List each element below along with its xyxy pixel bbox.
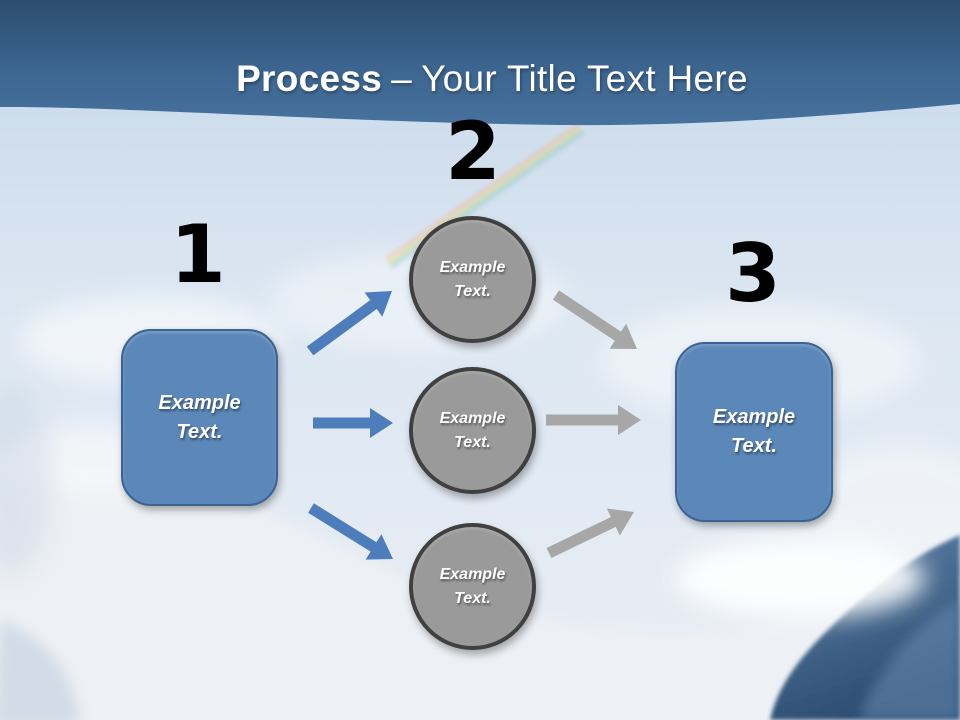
step2-circle-1-label: Example Text.: [439, 258, 506, 300]
wave-foam: [0, 455, 960, 720]
title-text: Your Title Text Here: [421, 58, 748, 99]
step2-circle-2-label: Example Text.: [439, 409, 506, 451]
step2-circle-1: Example Text.: [409, 216, 536, 343]
step2-circle-3: Example Text.: [409, 523, 536, 650]
title-band: [0, 0, 960, 126]
title-dash: –: [391, 58, 413, 99]
step2-circle-3-label: Example Text.: [439, 565, 506, 607]
step-number-1: 1: [170, 208, 226, 301]
title-keyword: Process: [236, 58, 383, 99]
step1-label: Example Text.: [158, 391, 241, 443]
step3-box: Example Text.: [675, 342, 833, 522]
bottom-left-water: [0, 620, 80, 720]
wave-crest: [675, 538, 925, 618]
dark-wave-streak: [860, 600, 960, 720]
step-number-3: 3: [725, 227, 781, 320]
left-edge-shade: [0, 385, 52, 575]
step1-box: Example Text.: [121, 329, 278, 506]
step3-label: Example Text.: [712, 406, 796, 457]
spray: [805, 445, 960, 565]
step-number-2: 2: [445, 105, 501, 198]
slide-title: Process–Your Title Text Here: [0, 60, 960, 97]
step2-circle-2: Example Text.: [409, 367, 536, 494]
